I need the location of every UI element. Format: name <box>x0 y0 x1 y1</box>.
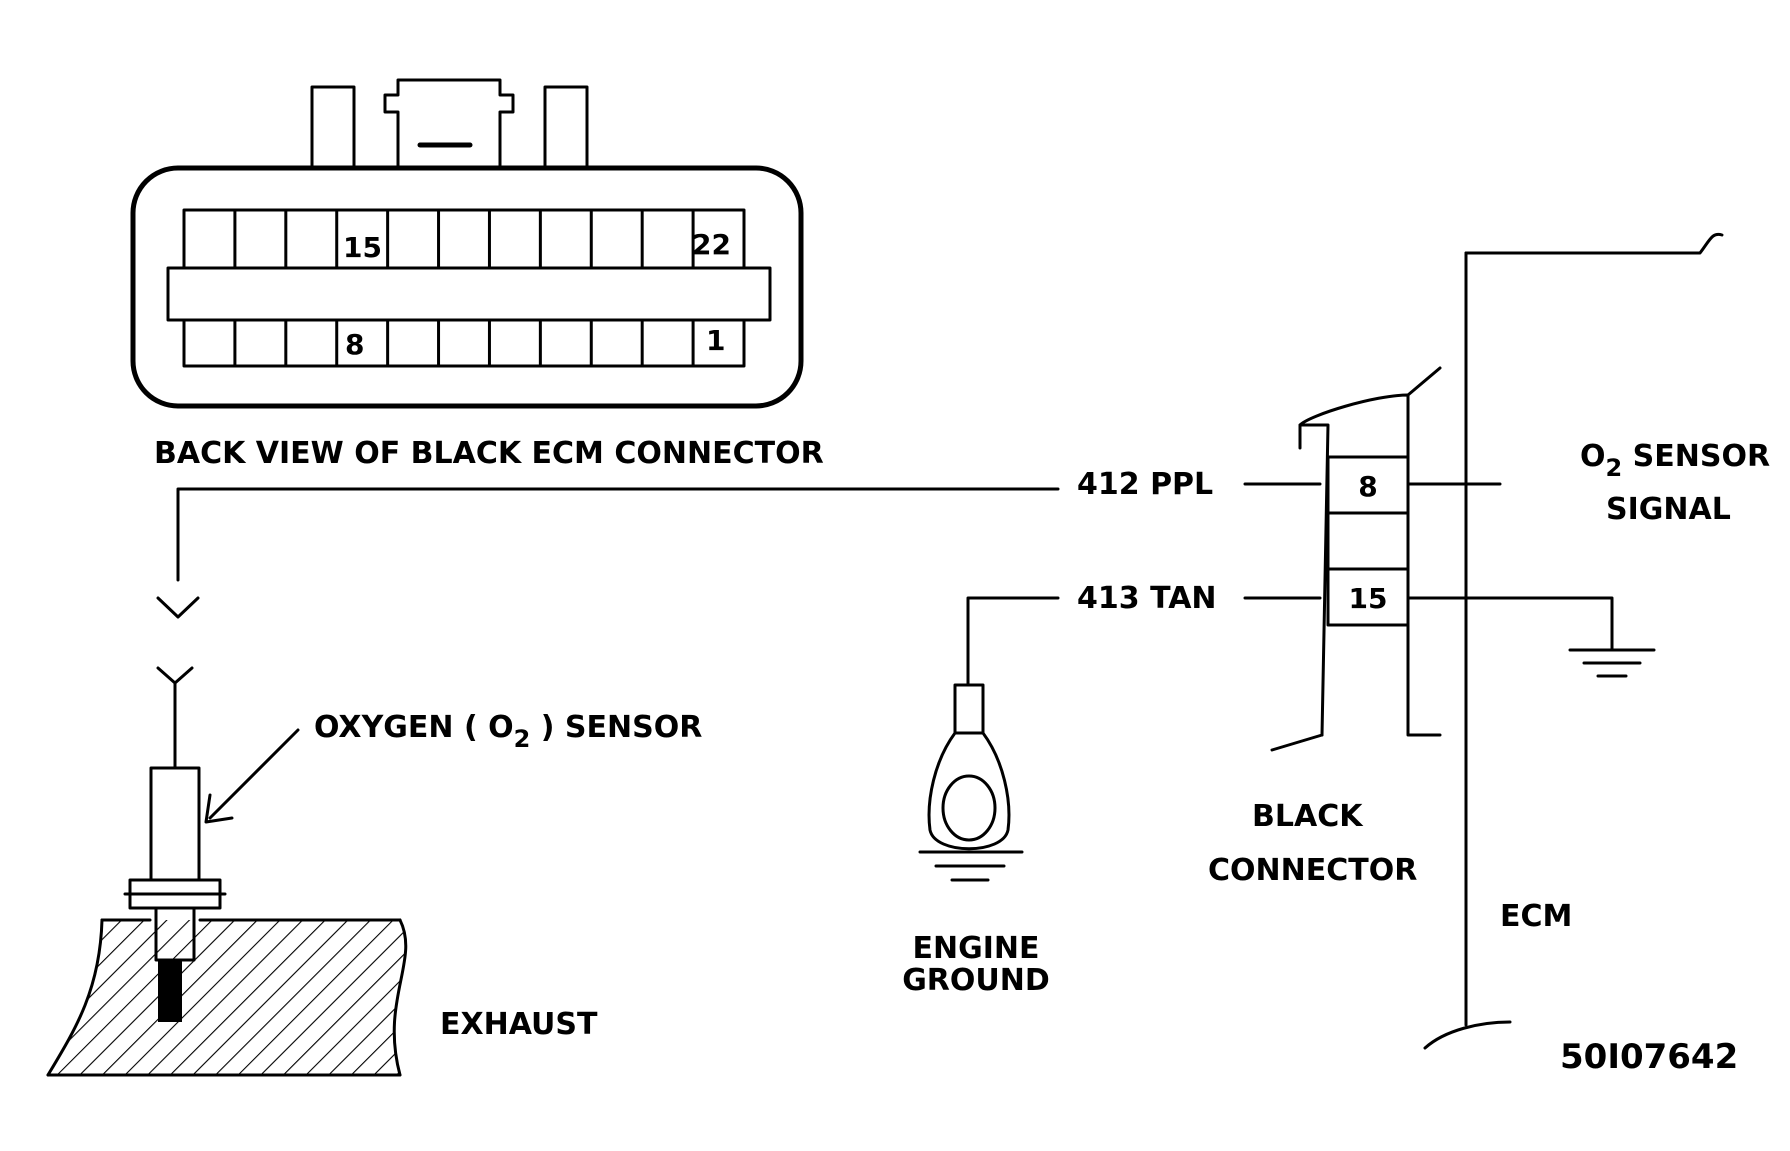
ecm-boundary <box>1406 232 1724 1050</box>
engine-ground-label-line2: GROUND <box>902 963 1050 998</box>
o2-sensor-signal-label-line1: O2 SENSOR <box>1580 439 1770 482</box>
figure-code: 50I07642 <box>1560 1037 1738 1077</box>
top-row-pin-22: 22 <box>692 228 731 261</box>
black-connector-label-line2: CONNECTOR <box>1208 853 1417 888</box>
wire-412-ppl-label: 412 PPL <box>1077 467 1213 502</box>
bottom-row-pin-1: 1 <box>706 324 725 357</box>
black-connector-pin-15: 15 <box>1349 582 1388 615</box>
connector-caption: BACK VIEW OF BLACK ECM CONNECTOR <box>154 436 824 471</box>
wire-412-ppl <box>156 482 1322 619</box>
exhaust-pipe <box>46 918 408 1077</box>
oxygen-sensor-label: OXYGEN ( O2 ) SENSOR <box>314 710 702 753</box>
black-connector-pin-8: 8 <box>1358 470 1377 503</box>
connector-latch <box>310 78 589 169</box>
connector-housing <box>130 165 804 409</box>
o2-sensor-signal-label-line2: SIGNAL <box>1606 492 1731 527</box>
ecm-label: ECM <box>1500 899 1572 934</box>
bottom-row-pin-8: 8 <box>345 328 364 361</box>
connector-pin-grid <box>166 208 772 368</box>
ecm-connector-back-view: 15 22 8 1 BACK VIEW OF BLACK ECM CONNECT… <box>130 78 824 471</box>
engine-ground-label-line1: ENGINE <box>913 931 1040 966</box>
black-connector-label-line1: BLACK <box>1252 799 1364 834</box>
sensor-pointer-arrow <box>204 728 300 824</box>
ecm-signal-ground-symbol <box>1406 596 1656 678</box>
wire-413-tan <box>966 596 1322 687</box>
engine-ground-terminal <box>918 683 1024 882</box>
exhaust-label: EXHAUST <box>440 1007 598 1042</box>
wire-413-tan-label: 413 TAN <box>1077 581 1217 616</box>
top-row-pin-15: 15 <box>343 231 382 264</box>
black-connector <box>1270 366 1442 752</box>
